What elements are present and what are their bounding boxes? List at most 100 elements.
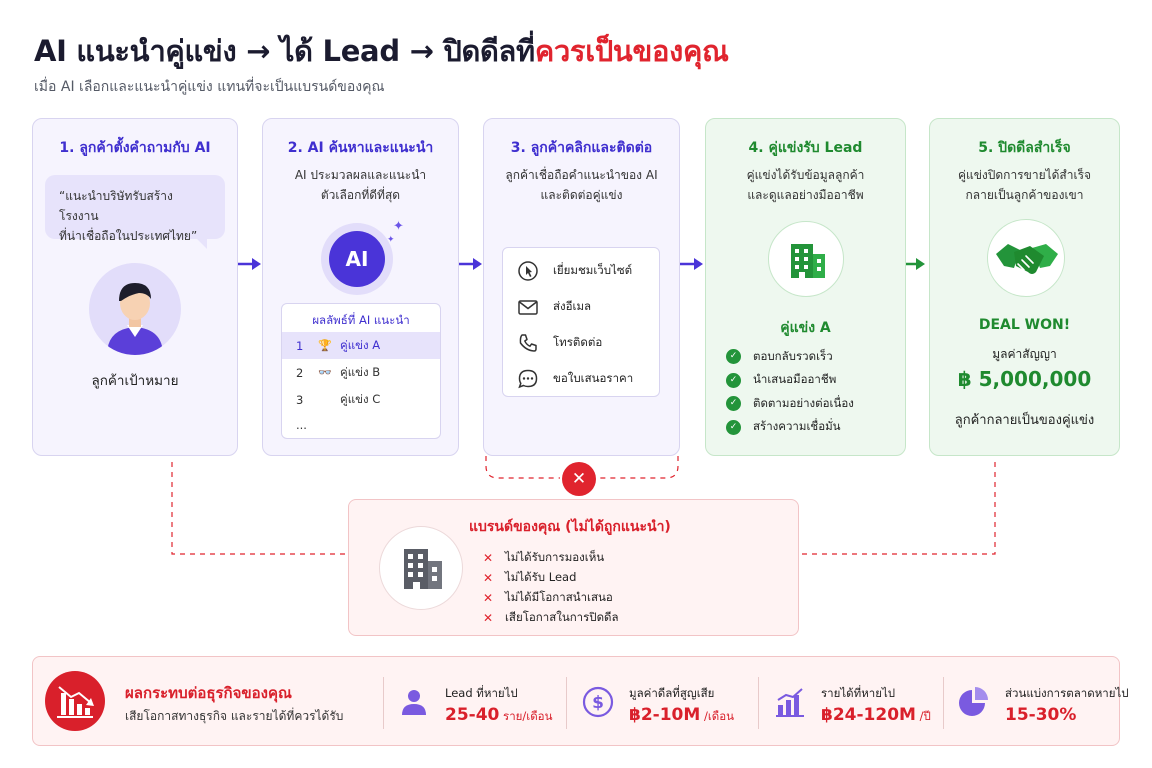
check-item: ✓ นำเสนอมืออาชีพ (726, 369, 854, 393)
result-row[interactable]: 2 👓 คู่แข่ง B (282, 359, 440, 386)
issue-label: ไม่ได้มีโอกาสนำเสนอ (505, 590, 613, 604)
step-3-desc-line-1: ลูกค้าเชื่อถือคำแนะนำของ AI (505, 168, 658, 182)
step-5-desc-line-1: คู่แข่งปิดการขายได้สำเร็จ (957, 168, 1092, 182)
step-4-desc-line-1: คู่แข่งได้รับข้อมูลลูกค้า (746, 168, 865, 182)
sparkle-icon: ✦ (387, 235, 395, 245)
handshake-icon (996, 244, 1058, 274)
result-rank: 1 (296, 338, 304, 353)
stat-label: รายได้ที่หายไป (821, 686, 896, 700)
contact-phone[interactable]: โทรติดต่อ (503, 325, 659, 361)
step-4-desc: คู่แข่งได้รับข้อมูลลูกค้า และดูแลอย่างมื… (714, 165, 897, 205)
click-icon (518, 261, 538, 281)
step-2-title: 2. AI ค้นหาและแนะนำ (287, 140, 434, 156)
result-rank: ... (296, 418, 307, 432)
customer-avatar (89, 263, 181, 355)
result-label: คู่แข่ง A (340, 337, 381, 352)
check-icon: ✓ (726, 349, 741, 365)
deal-footer: ลูกค้ากลายเป็นของคู่แข่ง (954, 413, 1095, 428)
glasses-icon: 👓 (318, 366, 332, 379)
contact-label: เยี่ยมชมเว็บไซต์ (553, 263, 633, 277)
check-label: ติดตามอย่างต่อเนื่อง (753, 395, 854, 410)
stat-value: ฿24-120M /ปี (821, 705, 931, 726)
result-row: ... (282, 413, 440, 437)
person-icon (107, 283, 163, 355)
step-card-4: 4. คู่แข่งรับ Lead คู่แข่งได้รับข้อมูลลู… (705, 118, 906, 456)
page-title: AI แนะนำคู่แข่ง → ได้ Lead → ปิดดีลที่คว… (34, 28, 729, 74)
avatar-label: ลูกค้าเป้าหมาย (91, 373, 179, 389)
bar-chart-icon (776, 688, 804, 717)
result-rank: 2 (296, 365, 304, 380)
step-2-desc: AI ประมวลผลและแนะนำ ตัวเลือกที่ดีที่สุด (271, 165, 450, 205)
contact-label: โทรติดต่อ (553, 335, 603, 349)
your-brand-box: แบรนด์ของคุณ (ไม่ได้ถูกแนะนำ) ✕ไม่ได้รับ… (348, 499, 799, 636)
step-5-desc-line-2: กลายเป็นลูกค้าของเขา (965, 188, 1084, 202)
result-label: คู่แข่ง C (340, 391, 381, 406)
step-4-desc-line-2: และดูแลอย่างมืออาชีพ (747, 188, 864, 202)
stat-value: ฿2-10M /เดือน (629, 705, 734, 726)
contact-label: ส่งอีเมล (553, 299, 592, 313)
building-icon (791, 244, 825, 278)
stat-number: ฿2-10M (629, 705, 701, 725)
result-row[interactable]: 1 🏆 คู่แข่ง A (282, 332, 440, 359)
step-card-5: 5. ปิดดีลสำเร็จ คู่แข่งปิดการขายได้สำเร็… (929, 118, 1120, 456)
brand-title: แบรนด์ของคุณ (ไม่ได้ถูกแนะนำ) (469, 519, 671, 535)
step-card-1: 1. ลูกค้าตั้งคำถามกับ AI “แนะนำบริษัทรับ… (32, 118, 238, 456)
pie-chart-icon (959, 687, 988, 716)
check-icon: ✓ (726, 396, 741, 412)
step-3-title: 3. ลูกค้าคลิกและติดต่อ (510, 140, 653, 156)
person-icon (402, 690, 426, 715)
check-icon: ✓ (726, 419, 741, 435)
check-icon: ✓ (726, 372, 741, 388)
result-label: คู่แข่ง B (340, 364, 381, 379)
stat-value: 25-40 ราย/เดือน (445, 705, 552, 726)
result-row[interactable]: 3 คู่แข่ง C (282, 386, 440, 413)
step-3-desc: ลูกค้าเชื่อถือคำแนะนำของ AI และติดต่อคู่… (492, 165, 671, 205)
stat-value: 15-30% (1005, 705, 1076, 725)
issue-label: เสียโอกาสในการปิดดีล (505, 610, 619, 624)
step-card-2: 2. AI ค้นหาและแนะนำ AI ประมวลผลและแนะนำ … (262, 118, 459, 456)
page-subtitle: เมื่อ AI เลือกและแนะนำคู่แข่ง แทนที่จะเป… (34, 79, 385, 95)
stat-label: ส่วนแบ่งการตลาดหายไป (1005, 686, 1129, 700)
check-label: นำเสนอมืออาชีพ (753, 372, 837, 387)
contact-quote[interactable]: ขอใบเสนอราคา (503, 361, 659, 397)
ai-label: AI (329, 231, 385, 287)
x-icon: ✕ (483, 611, 494, 625)
check-item: ✓ สร้างความเชื่อมั่น (726, 416, 854, 440)
contact-email[interactable]: ส่งอีเมล (503, 289, 659, 325)
x-icon: ✕ (483, 571, 494, 585)
bubble-line-1: “แนะนำบริษัทรับสร้างโรงงาน (59, 189, 173, 223)
check-item: ✓ ติดตามอย่างต่อเนื่อง (726, 392, 854, 416)
results-title: ผลลัพธ์ที่ AI แนะนำ (312, 313, 410, 327)
divider (758, 677, 759, 729)
contract-value: ฿ 5,000,000 (957, 367, 1092, 391)
step-2-desc-line-1: AI ประมวลผลและแนะนำ (294, 168, 427, 182)
step-3-desc-line-2: และติดต่อคู่แข่ง (540, 188, 623, 202)
step-5-title: 5. ปิดดีลสำเร็จ (978, 140, 1071, 156)
mail-icon (518, 300, 538, 315)
dollar-icon: $ (582, 686, 614, 718)
deal-handshake (987, 219, 1065, 297)
stat-unit: /เดือน (700, 709, 734, 723)
blocked-x-icon: ✕ (562, 462, 596, 496)
check-label: สร้างความเชื่อมั่น (753, 419, 841, 434)
question-bubble: “แนะนำบริษัทรับสร้างโรงงาน ที่น่าเชื่อถื… (45, 175, 225, 249)
step-1-title: 1. ลูกค้าตั้งคำถามกับ AI (59, 140, 211, 156)
title-main: AI แนะนำคู่แข่ง → ได้ Lead → ปิดดีลที่ (34, 34, 535, 68)
divider (566, 677, 567, 729)
check-list: ✓ตอบกลับรวดเร็ว ✓ นำเสนอมืออาชีพ ✓ ติดตามอ… (726, 345, 854, 439)
step-5-desc: คู่แข่งปิดการขายได้สำเร็จ กลายเป็นลูกค้า… (938, 165, 1111, 205)
competitor-name: คู่แข่ง A (780, 320, 831, 336)
contact-website[interactable]: เยี่ยมชมเว็บไซต์ (503, 253, 659, 289)
stat-label: มูลค่าดีลที่สูญเสีย (629, 686, 715, 700)
trophy-icon: 🏆 (318, 339, 332, 352)
phone-icon (519, 334, 537, 352)
deal-won-label: DEAL WON! (978, 317, 1071, 333)
chat-icon (518, 369, 538, 389)
ai-badge: AI (321, 223, 393, 295)
title-highlight: ควรเป็นของคุณ (534, 34, 729, 68)
check-item: ✓ตอบกลับรวดเร็ว (726, 345, 854, 369)
step-4-title: 4. คู่แข่งรับ Lead (748, 140, 863, 156)
brand-issue: ✕ไม่ได้มีโอกาสนำเสนอ (483, 588, 619, 608)
brand-issue-list: ✕ไม่ได้รับการมองเห็น ✕ไม่ได้รับ Lead ✕ไม… (483, 548, 619, 628)
decline-chart-icon (45, 671, 105, 731)
